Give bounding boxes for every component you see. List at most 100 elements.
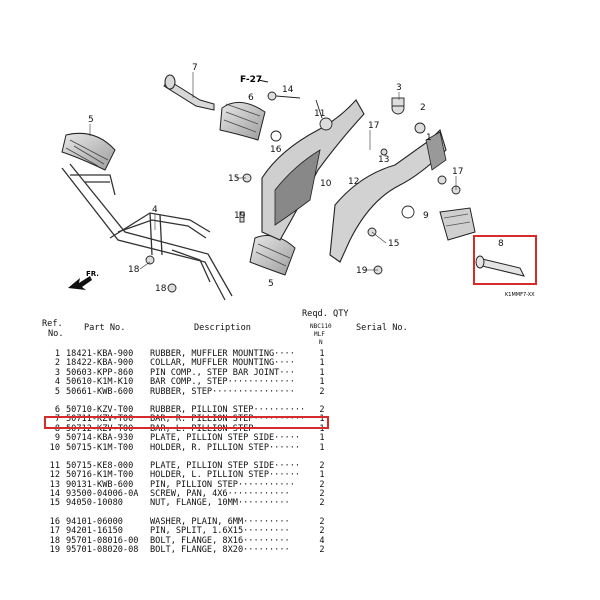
callout-16: 16 — [270, 145, 282, 155]
header-model-3: N — [319, 339, 323, 346]
callout-12: 12 — [348, 177, 359, 187]
part-no-cell: 93500-04006-0A — [66, 489, 139, 500]
part-no-cell: 94050-10080 — [66, 498, 123, 509]
callout-10: 10 — [320, 179, 332, 189]
ref-cell: 4 — [54, 377, 60, 388]
ref-cell: 5 — [54, 386, 60, 397]
ref-cell: 1 — [54, 349, 60, 359]
part-no-cell: 50716-K1M-T00 — [66, 470, 134, 481]
qty-cell: 1 — [319, 358, 325, 369]
description-cell: NUT, FLANGE, 10MM·········· — [150, 498, 290, 509]
qty-cell: 1 — [319, 377, 325, 388]
qty-cell: 1 — [319, 349, 325, 359]
group-gap — [46, 509, 566, 518]
callout-3: 3 — [396, 83, 402, 93]
ref-cell: 6 — [54, 404, 60, 415]
ref-cell: 19 — [49, 545, 60, 556]
description-cell: WASHER, PLAIN, 6MM········· — [150, 516, 290, 527]
hardware — [145, 91, 461, 293]
part-no-cell: 90131-KWB-600 — [66, 479, 134, 490]
qty-cell: 2 — [319, 479, 325, 490]
ref-cell: 12 — [49, 470, 60, 481]
callout-8: 8 — [498, 239, 504, 249]
part-no-cell: 18422-KBA-900 — [66, 358, 134, 369]
callout-15b: 15 — [388, 239, 399, 249]
ref-cell: 15 — [49, 498, 60, 509]
callout-17b: 17 — [452, 167, 463, 177]
exploded-parts-diagram: F-27 FR. K1MMF7-XX 7 6 5 16 14 11 3 2 1 … — [61, 63, 537, 301]
pillion-rubber-top — [219, 101, 266, 141]
callout-numbers: 7 6 5 16 14 11 3 2 1 17 13 17 12 10 15 1… — [88, 63, 504, 294]
ref-cell: 9 — [54, 433, 60, 444]
qty-cell: 2 — [319, 526, 325, 537]
part-no-cell: 50714-KBA-930 — [66, 433, 134, 444]
description-cell: PIN, PILLION STEP··········· — [150, 479, 295, 490]
callout-6: 6 — [248, 93, 254, 103]
part-no-cell: 95701-08016-00 — [66, 535, 139, 546]
callout-11: 11 — [314, 109, 325, 119]
description-cell: PIN COMP., STEP BAR JOINT··· — [150, 367, 295, 378]
part-no-cell: 50715-K1M-T00 — [66, 442, 134, 453]
qty-cell: 1 — [319, 414, 325, 425]
qty-cell: 2 — [319, 460, 325, 471]
left-pillion-bar-part — [473, 235, 537, 285]
table-row: 16 94101-06000 WASHER, PLAIN, 6MM·········… — [46, 516, 566, 527]
header-model-2: MLF — [314, 331, 325, 338]
callout-4: 4 — [152, 205, 158, 215]
part-no-cell: 94101-06000 — [66, 516, 123, 527]
header-serial-no: Serial No. — [356, 323, 408, 333]
part-no-cell: 50603-KPP-860 — [66, 367, 134, 378]
header-no: No. — [48, 329, 64, 339]
ref-cell: 16 — [49, 516, 60, 527]
table-row: 19 95701-08020-08 BOLT, FLANGE, 8X20······… — [46, 545, 566, 556]
description-cell: PIN, SPLIT, 1.6X15········· — [150, 526, 290, 537]
header-description: Description — [194, 323, 251, 333]
description-cell: COLLAR, MUFFLER MOUNTING···· — [150, 358, 295, 369]
leader-lines — [89, 72, 457, 271]
table-row: 9 50714-KBA-930 PLATE, PILLION STEP SIDE··… — [46, 433, 566, 444]
left-pillion-holder — [329, 128, 447, 263]
description-cell: HOLDER, L. PILLION STEP······ — [150, 470, 301, 481]
ref-cell: 2 — [54, 358, 60, 369]
callout-17a: 17 — [368, 121, 379, 131]
diagram-drawing: F-27 FR. K1MMF7-XX 7 6 5 16 14 11 3 2 1 … — [61, 63, 537, 301]
callout-5-left: 5 — [88, 115, 94, 125]
description-cell: BAR, R. PILLION STEP·········· — [150, 414, 306, 425]
table-row: 15 94050-10080 NUT, FLANGE, 10MM··········… — [46, 498, 566, 509]
description-cell: PLATE, PILLION STEP SIDE····· — [150, 433, 301, 444]
callout-7: 7 — [192, 63, 198, 73]
qty-cell: 2 — [319, 498, 325, 509]
qty-cell: 1 — [319, 433, 325, 444]
part-no-cell: 50711-KZV-T00 — [66, 414, 134, 425]
part-no-cell: 50715-KE8-000 — [66, 460, 134, 471]
ref-cell: 3 — [54, 367, 60, 378]
table-header: Ref. No. Part No. Description Reqd. QTY … — [42, 309, 566, 350]
qty-cell: 1 — [319, 367, 325, 378]
description-cell: RUBBER, PILLION STEP·········· — [150, 404, 306, 415]
table-row: 2 18422-KBA-900 COLLAR, MUFFLER MOUNTING··… — [46, 358, 566, 369]
highlight-row-8 — [44, 416, 329, 429]
f27-label: F-27 — [240, 75, 262, 85]
header-reqd-qty: Reqd. QTY — [302, 309, 349, 319]
ref-cell: 13 — [49, 479, 60, 490]
step-bar-frame — [61, 163, 233, 301]
part-no-cell: 95701-08020-08 — [66, 545, 139, 556]
parts-table: Ref. No. Part No. Description Reqd. QTY … — [42, 309, 566, 556]
header-part-no: Part No. — [84, 323, 126, 333]
qty-cell: 4 — [319, 535, 325, 546]
qty-cell: 1 — [319, 442, 325, 453]
description-cell: BOLT, FLANGE, 8X20········· — [150, 545, 290, 556]
callout-18a: 18 — [128, 265, 140, 275]
ref-cell: 17 — [49, 526, 60, 537]
frame-code: K1MMF7-XX — [505, 292, 535, 298]
description-cell: PLATE, PILLION STEP SIDE····· — [150, 460, 301, 471]
